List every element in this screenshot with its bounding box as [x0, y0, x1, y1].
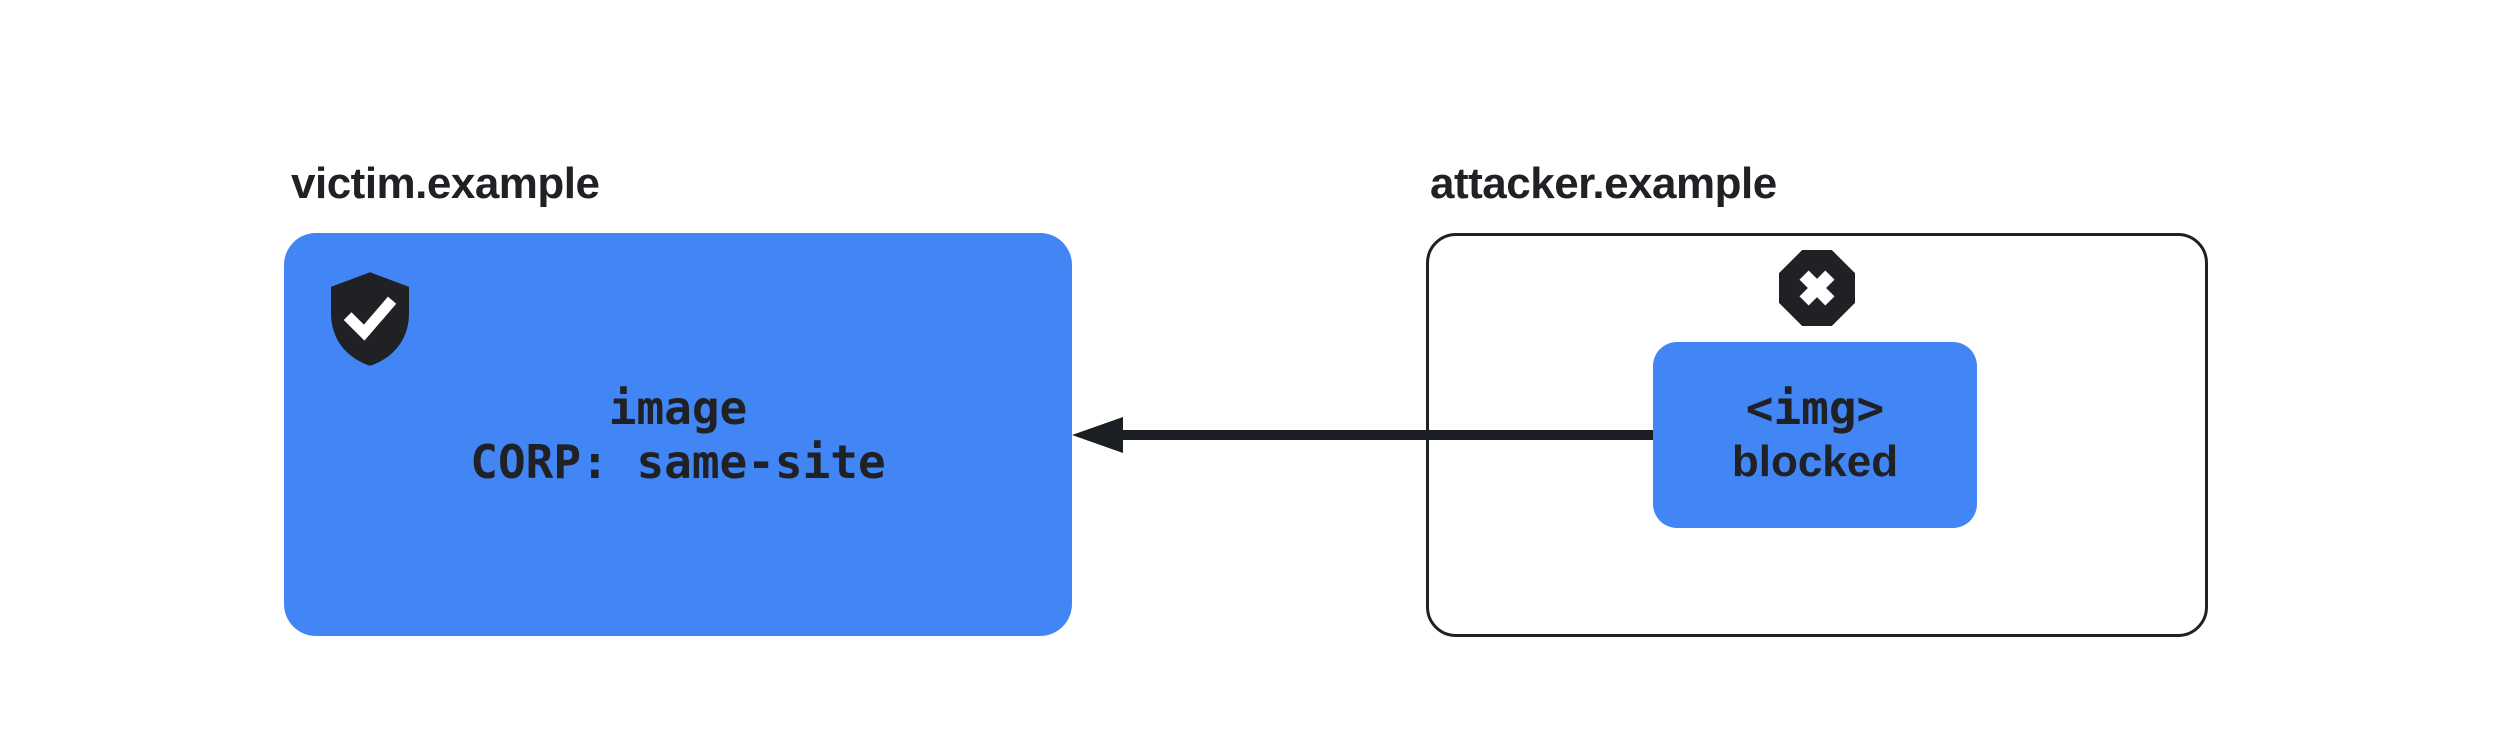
shield-check-icon — [331, 272, 409, 366]
img-tag-label: <img> — [1745, 381, 1885, 435]
victim-domain-label: victim.example — [291, 159, 600, 208]
victim-resource-box: image CORP: same-site — [284, 233, 1072, 636]
blocked-request-arrow — [1072, 417, 1653, 453]
blocked-status-label: blocked — [1731, 437, 1899, 486]
blocked-x-icon — [1779, 249, 1855, 327]
attacker-domain-label: attacker.example — [1430, 159, 1777, 208]
attacker-site-box: <img> blocked — [1426, 233, 2208, 637]
victim-resource-text: image CORP: same-site — [470, 381, 885, 489]
resource-type-label: image — [608, 380, 748, 435]
img-request-box: <img> blocked — [1653, 342, 1977, 528]
corp-header-label: CORP: same-site — [470, 434, 886, 489]
